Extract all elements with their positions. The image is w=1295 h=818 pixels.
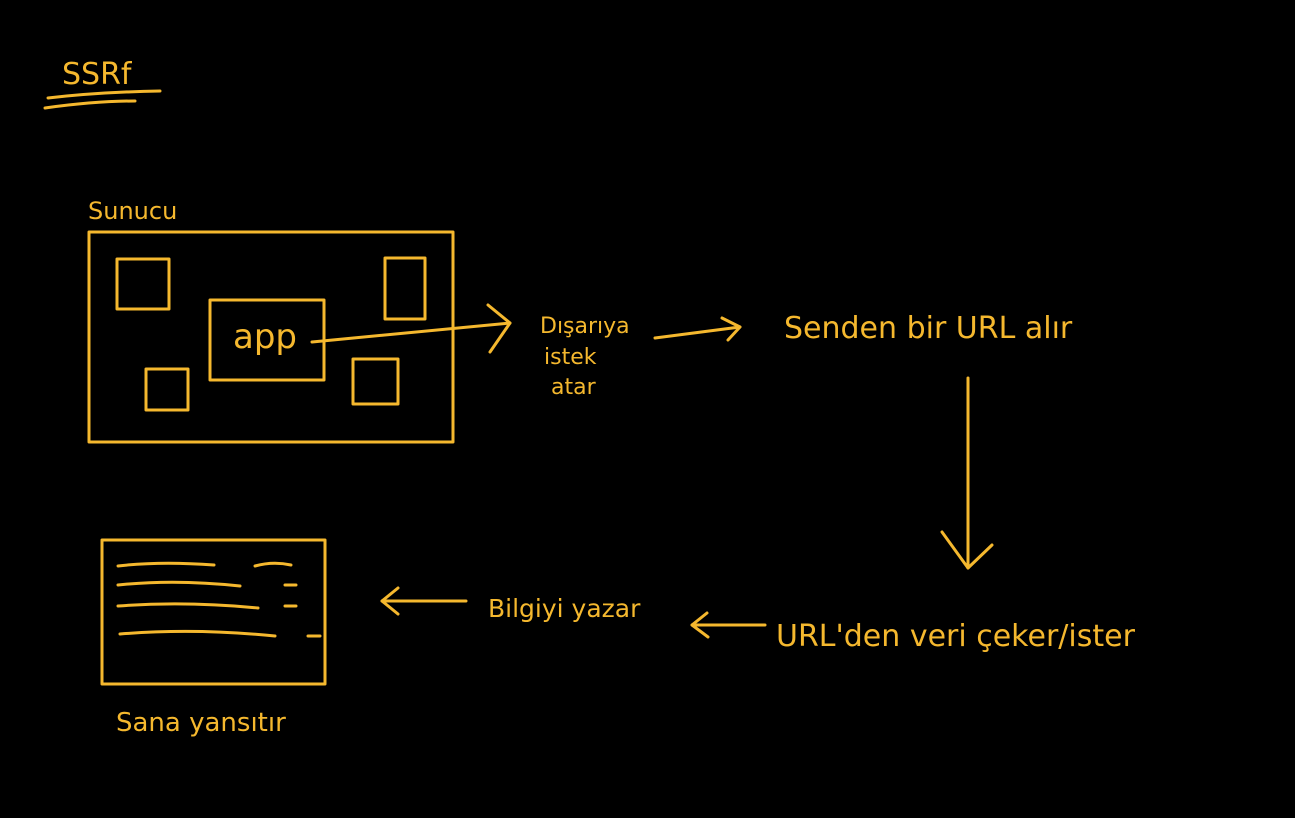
arrow-app-to-request	[310, 321, 512, 344]
arrow-fetch-to-write-head	[690, 611, 710, 639]
arrow-request-to-receive	[653, 325, 742, 340]
server-box	[87, 230, 455, 444]
diagram-title: SSRf	[62, 57, 133, 92]
output-line-2	[116, 580, 242, 588]
output-label: Sana yansıtır	[116, 708, 286, 738]
server-component-bottom-right	[351, 357, 400, 406]
server-component-bottom-left	[144, 367, 190, 412]
output-line-1	[116, 561, 216, 568]
output-page-box	[100, 538, 327, 686]
arrow-app-to-request-head	[486, 303, 512, 354]
outgoing-request-line-2: istek	[544, 345, 597, 370]
arrow-write-to-output-head	[380, 586, 400, 616]
app-label: app	[233, 317, 297, 357]
server-component-top-left	[115, 257, 171, 311]
outgoing-request-line-3: atar	[551, 375, 597, 400]
title-underline-1	[46, 89, 162, 100]
server-label: Sunucu	[88, 197, 177, 225]
server-component-top-right	[383, 256, 427, 321]
output-line-4	[118, 629, 277, 638]
output-line-3	[116, 602, 260, 610]
outgoing-request-line-1: Dışarıya	[540, 314, 630, 339]
arrow-request-to-receive-head	[720, 316, 742, 342]
output-line-1-end	[253, 561, 293, 568]
fetch-data-text: URL'den veri çeker/ister	[776, 619, 1136, 654]
arrow-receive-to-fetch-head	[940, 530, 994, 570]
receive-url-text: Senden bir URL alır	[784, 311, 1073, 346]
write-info-text: Bilgiyi yazar	[488, 594, 641, 623]
title-underline-2	[43, 99, 137, 110]
